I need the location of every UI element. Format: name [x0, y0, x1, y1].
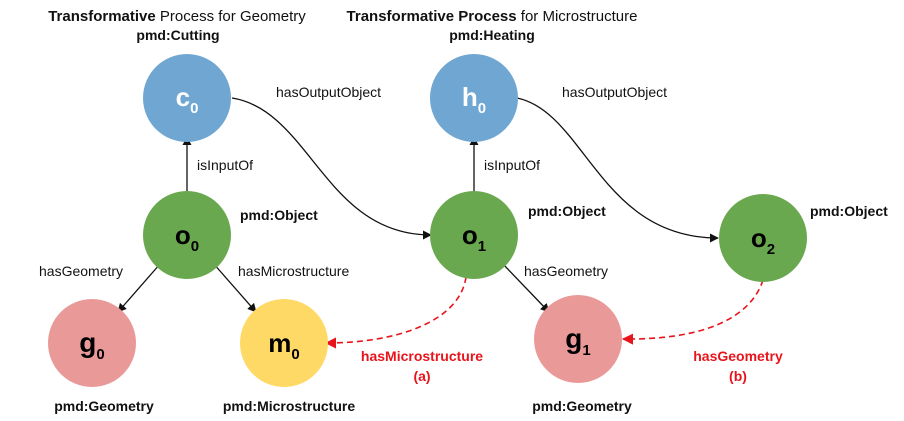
inferred-edge-a — [324, 276, 467, 349]
node-g0: g0 — [48, 299, 136, 387]
edge-o0-hasmicrostructure-m0 — [212, 262, 257, 313]
edge-o1-hasgeometry-g1 — [501, 262, 550, 313]
svg-text:o2: o2 — [751, 223, 775, 258]
class-label-cutting: pmd:Cutting — [136, 27, 219, 43]
class-label-o1: pmd:Object — [528, 203, 606, 219]
class-label-g1: pmd:Geometry — [532, 398, 632, 414]
edge-label-h0-o2: hasOutputObject — [562, 84, 667, 100]
svg-text:g0: g0 — [79, 327, 104, 363]
edge-label-o1-h0: isInputOf — [484, 157, 540, 173]
inferred-label-b-relation: hasGeometry — [693, 348, 783, 364]
svg-text:o0: o0 — [175, 220, 199, 255]
inferred-edge-b — [621, 279, 764, 345]
edge-label-o0-g0: hasGeometry — [39, 263, 123, 279]
inferred-label-a-tag: (a) — [413, 368, 430, 384]
class-label-o0: pmd:Object — [240, 207, 318, 223]
svg-text:c0: c0 — [176, 82, 199, 117]
svg-text:g1: g1 — [565, 323, 590, 359]
node-o0: o0 — [143, 191, 231, 279]
node-g1: g1 — [534, 295, 622, 383]
title-geometry-process: Transformative Process for Geometry — [48, 8, 306, 25]
svg-text:m0: m0 — [268, 328, 299, 363]
edge-label-o0-c0: isInputOf — [197, 157, 253, 173]
node-o2: o2 — [719, 194, 807, 282]
node-o1: o1 — [430, 191, 518, 279]
svg-text:h0: h0 — [462, 82, 486, 117]
edge-h0-hasoutputobject-o2 — [516, 97, 719, 243]
edge-c0-hasoutputobject-o1 — [231, 97, 432, 240]
svg-text:o1: o1 — [462, 220, 486, 255]
edge-label-c0-o1: hasOutputObject — [276, 84, 381, 100]
class-label-m0: pmd:Microstructure — [223, 398, 355, 414]
class-label-g0: pmd:Geometry — [54, 398, 154, 414]
inferred-label-a-relation: hasMicrostructure — [361, 348, 483, 364]
node-h0: h0 — [430, 54, 518, 142]
edge-o0-hasgeometry-g0 — [117, 263, 161, 313]
inferred-label-b-tag: (b) — [729, 368, 747, 384]
edge-label-o1-g1: hasGeometry — [524, 263, 608, 279]
class-label-o2: pmd:Object — [810, 203, 888, 219]
class-label-heating: pmd:Heating — [449, 27, 535, 43]
node-c0: c0 — [143, 54, 231, 142]
edge-label-o0-m0: hasMicrostructure — [238, 263, 349, 279]
title-microstructure-process: Transformative Process for Microstructur… — [347, 8, 638, 25]
node-m0: m0 — [240, 299, 328, 387]
